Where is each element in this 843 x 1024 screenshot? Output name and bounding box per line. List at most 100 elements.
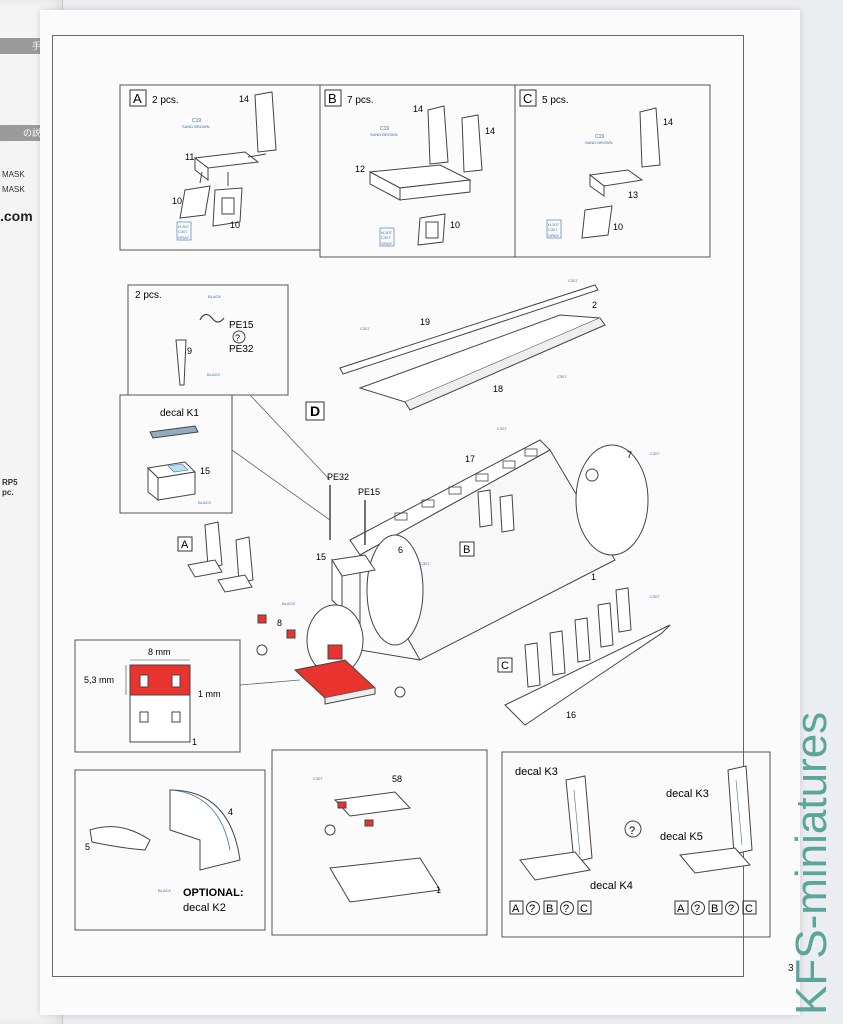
detail-decal-box: decal K1 15 BLACK: [119, 394, 233, 514]
panel-b-part-14a: 14: [413, 104, 423, 114]
svg-text:H-307: H-307: [178, 224, 190, 229]
svg-text:C307: C307: [557, 374, 567, 379]
svg-text:BLACK: BLACK: [208, 294, 221, 299]
svg-text:C19: C19: [380, 126, 389, 132]
page-border: [52, 35, 744, 977]
paint-code-c2-detail: BLACK BLACK: [207, 294, 221, 377]
detail-pe-box: 2 pcs. PE15 ? PE32 9 BLACK BLACK: [127, 284, 289, 396]
detail-pe15: PE15: [229, 320, 254, 331]
panel-a: A 2 pcs. 14 11 10 10 C19 SAND BROWN H-30…: [119, 84, 321, 251]
detail-qty: 2 pcs.: [135, 290, 162, 301]
prev-fragment-mask-2: MASK: [2, 185, 25, 194]
panel-c-part-14: 14: [663, 117, 673, 127]
inset-optional: 4 5 BLACK OPTIONAL: decal K2: [74, 769, 266, 931]
panel-b-part-14b: 14: [485, 126, 495, 136]
paint-code-c2-optional: BLACK: [158, 888, 171, 893]
dim-part-1: 1: [192, 737, 197, 747]
detail-pe32: PE32: [229, 344, 254, 355]
panel-a-part-10b: 10: [230, 220, 240, 230]
svg-text:C307: C307: [650, 594, 660, 599]
assembly-sub-b: B: [463, 544, 470, 556]
detail-d-letter: D: [310, 403, 320, 419]
detail-decal-k1: decal K1: [160, 408, 199, 419]
assembly-part-19: 19: [420, 317, 430, 327]
svg-text:A: A: [512, 903, 520, 915]
optional-part-4: 4: [228, 807, 233, 817]
paint-code-c2-assembly: BLACK: [282, 601, 295, 606]
inset58-part-58: 58: [392, 774, 402, 784]
prev-fragment-rp5: RP5: [2, 478, 18, 487]
optional-decal: decal K2: [183, 902, 226, 914]
assembly-part-6: 6: [398, 545, 403, 555]
detail-part-9: 9: [187, 346, 192, 356]
inset-dimensions: 8 mm 5,3 mm 1 mm 1: [74, 639, 241, 753]
decal-options-right: A ? B ? C: [674, 900, 757, 915]
panel-a-part-14: 14: [239, 94, 249, 104]
svg-text:SAND BROWN: SAND BROWN: [370, 132, 398, 137]
svg-text:C: C: [580, 903, 588, 915]
decal-right-k3: decal K3: [666, 788, 709, 800]
optional-part-5: 5: [85, 842, 90, 852]
svg-text:BLACK: BLACK: [207, 372, 220, 377]
svg-text:C307: C307: [381, 235, 391, 240]
panel-b: B 7 pcs. 14 14 12 10 C19 SAND BROWN H-30…: [319, 84, 516, 258]
assembly-part-7: 7: [627, 450, 632, 460]
inset58-part-1: 1: [436, 885, 441, 895]
panel-b-part-12: 12: [355, 164, 365, 174]
panel-a-part-10a: 10: [172, 196, 182, 206]
inset-58: 58 1 C307: [271, 749, 488, 936]
svg-text:SAND BROWN: SAND BROWN: [585, 140, 613, 145]
assembly-part-15: 15: [316, 552, 326, 562]
panel-b-part-10: 10: [450, 220, 460, 230]
decal-options-left: A ? B ? C: [509, 900, 592, 915]
paint-code-c307-b: H-307 C307 GRAY: [379, 227, 395, 247]
svg-text:C19: C19: [192, 118, 201, 124]
paint-code-c2-decal: BLACK: [198, 500, 211, 505]
svg-text:?: ?: [694, 903, 700, 915]
assembly-part-16: 16: [566, 710, 576, 720]
dim-width: 8 mm: [148, 647, 171, 657]
svg-text:GRAY: GRAY: [548, 233, 559, 238]
assembly-sub-a: A: [181, 539, 189, 551]
svg-text:H-307: H-307: [381, 230, 393, 235]
decal-right-k5: decal K5: [660, 831, 703, 843]
dim-height: 5,3 mm: [84, 675, 114, 685]
paint-code-c19-a: C19 SAND BROWN: [182, 118, 210, 129]
optional-label: OPTIONAL:: [183, 887, 244, 899]
svg-text:C307: C307: [568, 278, 578, 283]
panel-b-qty: 7 pcs.: [347, 95, 374, 106]
watermark-text: KFS-miniatures: [787, 712, 836, 1015]
paint-code-c19-b: C19 SAND BROWN: [370, 126, 398, 137]
decal-question: ?: [629, 825, 635, 837]
assembly-pe15: PE15: [358, 487, 380, 497]
panel-c-qty: 5 pcs.: [542, 95, 569, 106]
svg-text:?: ?: [728, 903, 734, 915]
panel-a-part-11: 11: [185, 152, 194, 162]
assembly-part-1: 1: [591, 572, 596, 582]
detail-d-box: [305, 401, 325, 421]
svg-text:?: ?: [529, 903, 535, 915]
svg-text:C307: C307: [548, 227, 558, 232]
panel-a-letter: A: [133, 91, 142, 106]
dim-gap: 1 mm: [198, 689, 221, 699]
svg-text:C19: C19: [595, 134, 604, 140]
svg-text:C307: C307: [497, 426, 507, 431]
svg-text:GRAY: GRAY: [381, 241, 392, 246]
inset-decals: decal K3 decal K4 ? decal K3 decal K5 A …: [501, 751, 771, 938]
panel-c-part-13: 13: [628, 190, 638, 200]
svg-text:SAND BROWN: SAND BROWN: [182, 124, 210, 129]
prev-fragment-com: .com: [0, 208, 33, 224]
decal-left-k4: decal K4: [590, 880, 633, 892]
assembly-sub-c: C: [501, 660, 509, 672]
detail-question: ?: [235, 333, 240, 343]
svg-text:C307: C307: [650, 451, 660, 456]
assembly-part-2: 2: [592, 300, 597, 310]
prev-fragment-mask-1: MASK: [2, 170, 25, 179]
panel-c-letter: C: [523, 91, 532, 106]
svg-text:C307: C307: [360, 326, 370, 331]
paint-code-c307-c: H-307 C307 GRAY: [546, 219, 562, 239]
svg-text:GRAY: GRAY: [178, 235, 189, 240]
svg-text:C307: C307: [420, 561, 430, 566]
assembly-part-8: 8: [277, 618, 282, 628]
detail-part-15: 15: [200, 466, 210, 476]
